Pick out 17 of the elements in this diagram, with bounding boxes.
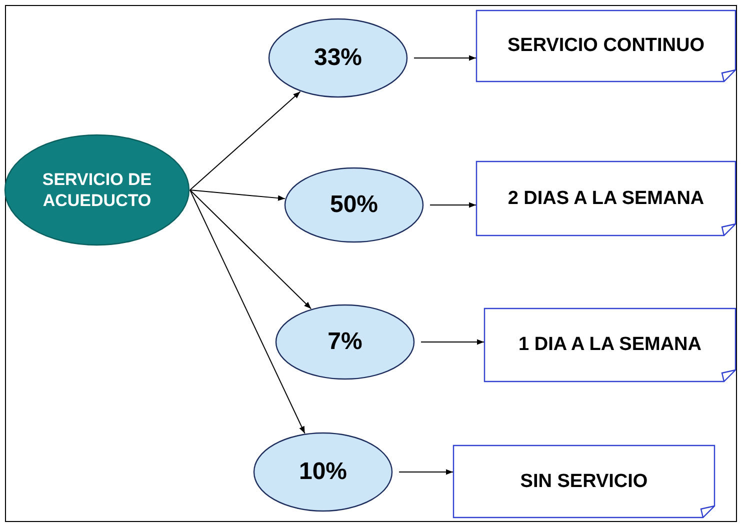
- percentage-label: 50%: [330, 190, 378, 220]
- node-label: SERVICIO DE ACUEDUCTO: [41, 168, 153, 212]
- arrow: [414, 55, 476, 61]
- arrow: [190, 190, 286, 201]
- arrow: [420, 339, 484, 345]
- category-label: 1 DIA A LA SEMANA: [518, 333, 702, 357]
- arrow: [190, 190, 306, 434]
- category-label: SIN SERVICIO: [520, 470, 648, 494]
- arrow: [190, 91, 301, 190]
- percentage-label: 33%: [314, 43, 362, 73]
- arrow: [190, 190, 312, 310]
- category-label: 2 DIAS A LA SEMANA: [508, 186, 704, 210]
- arrow: [398, 469, 454, 475]
- arrow: [430, 202, 476, 208]
- percentage-label: 10%: [298, 457, 348, 487]
- percentage-label: 7%: [328, 327, 362, 357]
- category-label: SERVICIO CONTINUO: [507, 34, 705, 58]
